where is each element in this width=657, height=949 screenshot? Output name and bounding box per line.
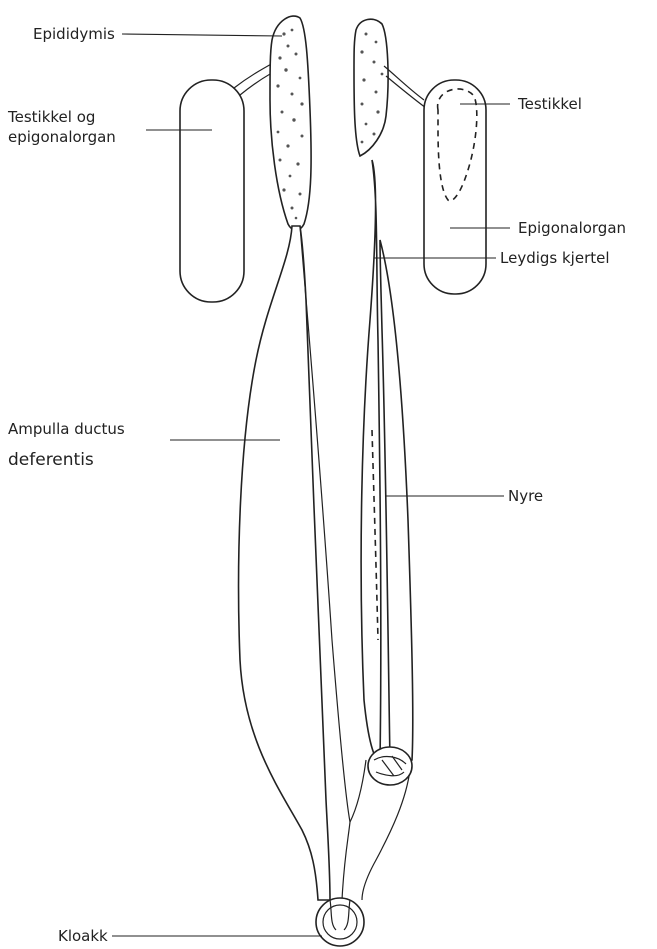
right-epididymis xyxy=(354,19,388,156)
label-leydigs-kjertel: Leydigs kjertel xyxy=(500,249,610,267)
right-outer-duct xyxy=(362,770,410,900)
label-ampulla-2: deferentis xyxy=(8,450,94,470)
kidney-cross-section xyxy=(368,747,412,785)
label-testikkel-og-2: epigonalorgan xyxy=(8,128,116,146)
label-testikkel-og-1: Testikkel og xyxy=(7,108,95,126)
epididymis-leader xyxy=(122,34,282,36)
right-inner-duct xyxy=(342,760,366,900)
right-efferent-duct xyxy=(384,66,426,108)
label-ampulla-1: Ampulla ductus xyxy=(8,420,125,438)
nyre xyxy=(380,240,413,768)
label-epididymis: Epididymis xyxy=(33,25,115,43)
left-epididymis xyxy=(270,16,311,230)
label-testikkel: Testikkel xyxy=(517,95,582,113)
label-epigonalorgan: Epigonalorgan xyxy=(518,219,626,237)
label-kloakk: Kloakk xyxy=(58,927,108,945)
left-testis-epigonal-organ xyxy=(180,80,244,302)
label-nyre: Nyre xyxy=(508,487,543,505)
ampulla-ductus-deferentis xyxy=(239,226,330,900)
leydigs-kjertel xyxy=(361,160,381,762)
